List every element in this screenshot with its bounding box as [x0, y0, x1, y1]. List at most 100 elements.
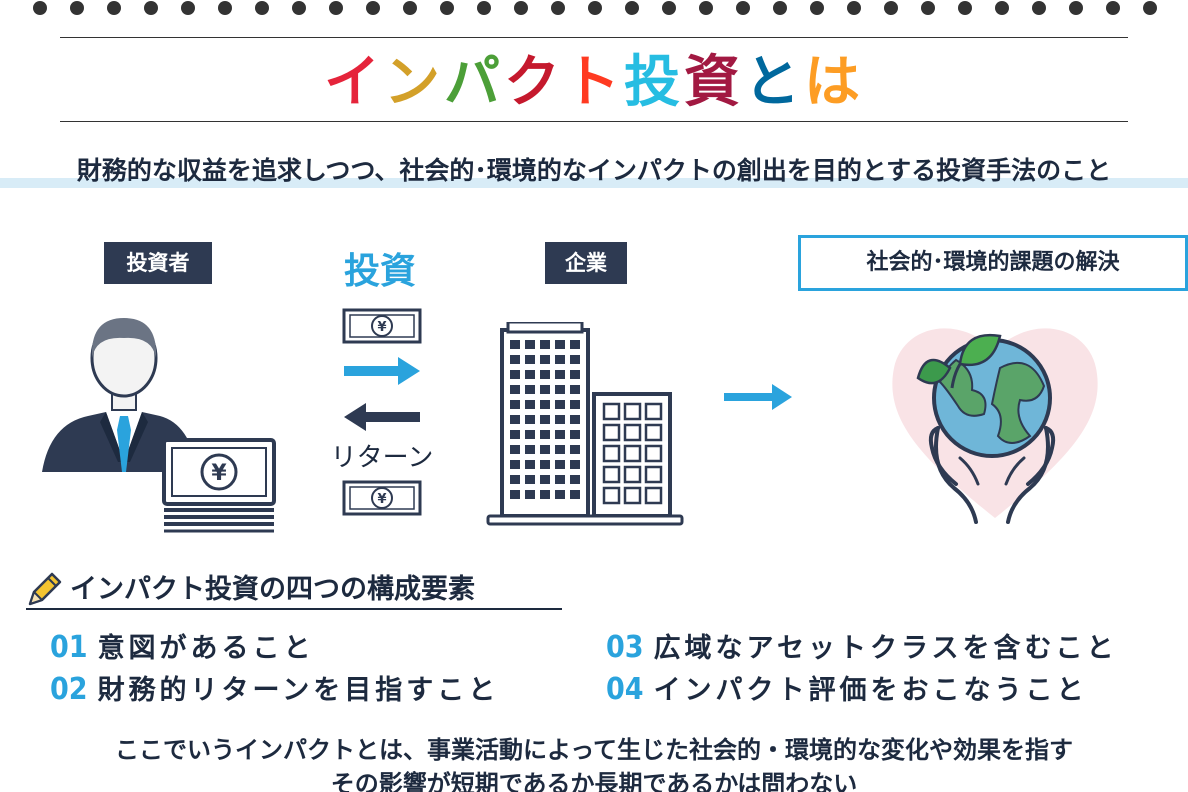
border-dot	[255, 1, 269, 15]
investor-yen-symbol: ¥	[211, 461, 227, 486]
border-dot	[514, 1, 528, 15]
building-window	[644, 444, 663, 463]
building-window	[644, 423, 663, 442]
title-char: ク	[504, 49, 564, 115]
element-text: 広域なアセットクラスを含むこと	[653, 633, 1118, 664]
building-window	[540, 490, 550, 499]
building-window	[525, 400, 535, 409]
building-window	[623, 465, 642, 484]
border-dot	[551, 1, 565, 15]
building-window	[510, 445, 520, 454]
border-dot	[995, 1, 1009, 15]
border-dot	[107, 1, 121, 15]
building-window	[555, 415, 565, 424]
border-dot	[477, 1, 491, 15]
building-window	[510, 460, 520, 469]
building-window	[623, 423, 642, 442]
invest-label: 投資	[343, 251, 416, 292]
return-label: リターン	[330, 443, 434, 473]
building-window	[540, 460, 550, 469]
element-number: 02	[50, 672, 88, 707]
building-window	[510, 415, 520, 424]
note-yen-symbol: ¥	[377, 320, 386, 335]
building-window	[540, 385, 550, 394]
building-window	[602, 444, 621, 463]
element-text: インパクト評価をおこなうこと	[653, 675, 1088, 706]
title-char: ン	[384, 49, 444, 115]
building-window	[555, 370, 565, 379]
invest-arrow-icon	[344, 357, 420, 385]
border-dot	[810, 1, 824, 15]
element-item-02: 02 財務的リターンを目指すこと	[50, 672, 499, 709]
building-window	[555, 490, 565, 499]
building-window	[555, 475, 565, 484]
building-window	[540, 400, 550, 409]
subtitle-highlight	[0, 178, 1188, 188]
title-char: と	[744, 49, 804, 115]
border-dot	[366, 1, 380, 15]
border-dot	[1069, 1, 1083, 15]
building-window	[555, 400, 565, 409]
building-icon	[486, 322, 684, 526]
border-dot	[773, 1, 787, 15]
company-tag: 企業	[545, 242, 627, 284]
building-window	[570, 460, 580, 469]
title-char: ト	[564, 49, 624, 115]
building-window	[623, 444, 642, 463]
border-dot	[181, 1, 195, 15]
page-title: インパクト投資とは	[0, 46, 1188, 118]
building-window	[510, 370, 520, 379]
building-window	[540, 430, 550, 439]
title-char: イ	[324, 49, 384, 115]
building-window	[570, 445, 580, 454]
border-dot	[1032, 1, 1046, 15]
building-window	[510, 430, 520, 439]
building-window	[510, 400, 520, 409]
building-window	[570, 490, 580, 499]
border-dot	[958, 1, 972, 15]
banknote-icon: ¥	[342, 308, 422, 344]
dotted-border	[33, 1, 1157, 15]
building-window	[555, 460, 565, 469]
result-arrow-icon	[724, 384, 792, 410]
building-window	[525, 355, 535, 364]
building-window	[510, 355, 520, 364]
border-dot	[699, 1, 713, 15]
building-window	[555, 340, 565, 349]
building-window	[510, 385, 520, 394]
pencil-icon	[28, 572, 62, 606]
building-window	[570, 370, 580, 379]
border-dot	[588, 1, 602, 15]
building-window	[510, 475, 520, 484]
building-window	[602, 402, 621, 421]
border-dot	[662, 1, 676, 15]
building-window	[510, 490, 520, 499]
footer-line-1: ここでいうインパクトとは、事業活動によって生じた社会的・環境的な変化や効果を指す	[114, 736, 1074, 764]
building-window	[570, 340, 580, 349]
building-window	[540, 415, 550, 424]
building-window	[644, 465, 663, 484]
building-window	[555, 430, 565, 439]
border-dot	[847, 1, 861, 15]
building-window	[525, 385, 535, 394]
border-dot	[33, 1, 47, 15]
border-dot	[736, 1, 750, 15]
building-window	[525, 490, 535, 499]
building-window	[555, 355, 565, 364]
element-text: 財務的リターンを目指すこと	[97, 675, 500, 706]
footer-line-2: その影響が短期であるか長期であるかは問わない	[330, 770, 858, 792]
title-char: は	[804, 49, 864, 115]
note-yen-symbol: ¥	[377, 492, 386, 507]
building-window	[540, 445, 550, 454]
title-char: 投	[624, 49, 684, 115]
building-window	[570, 475, 580, 484]
building-window	[623, 402, 642, 421]
building-window	[540, 475, 550, 484]
building-window	[644, 402, 663, 421]
border-dot	[625, 1, 639, 15]
building-window	[555, 445, 565, 454]
building-window	[555, 385, 565, 394]
